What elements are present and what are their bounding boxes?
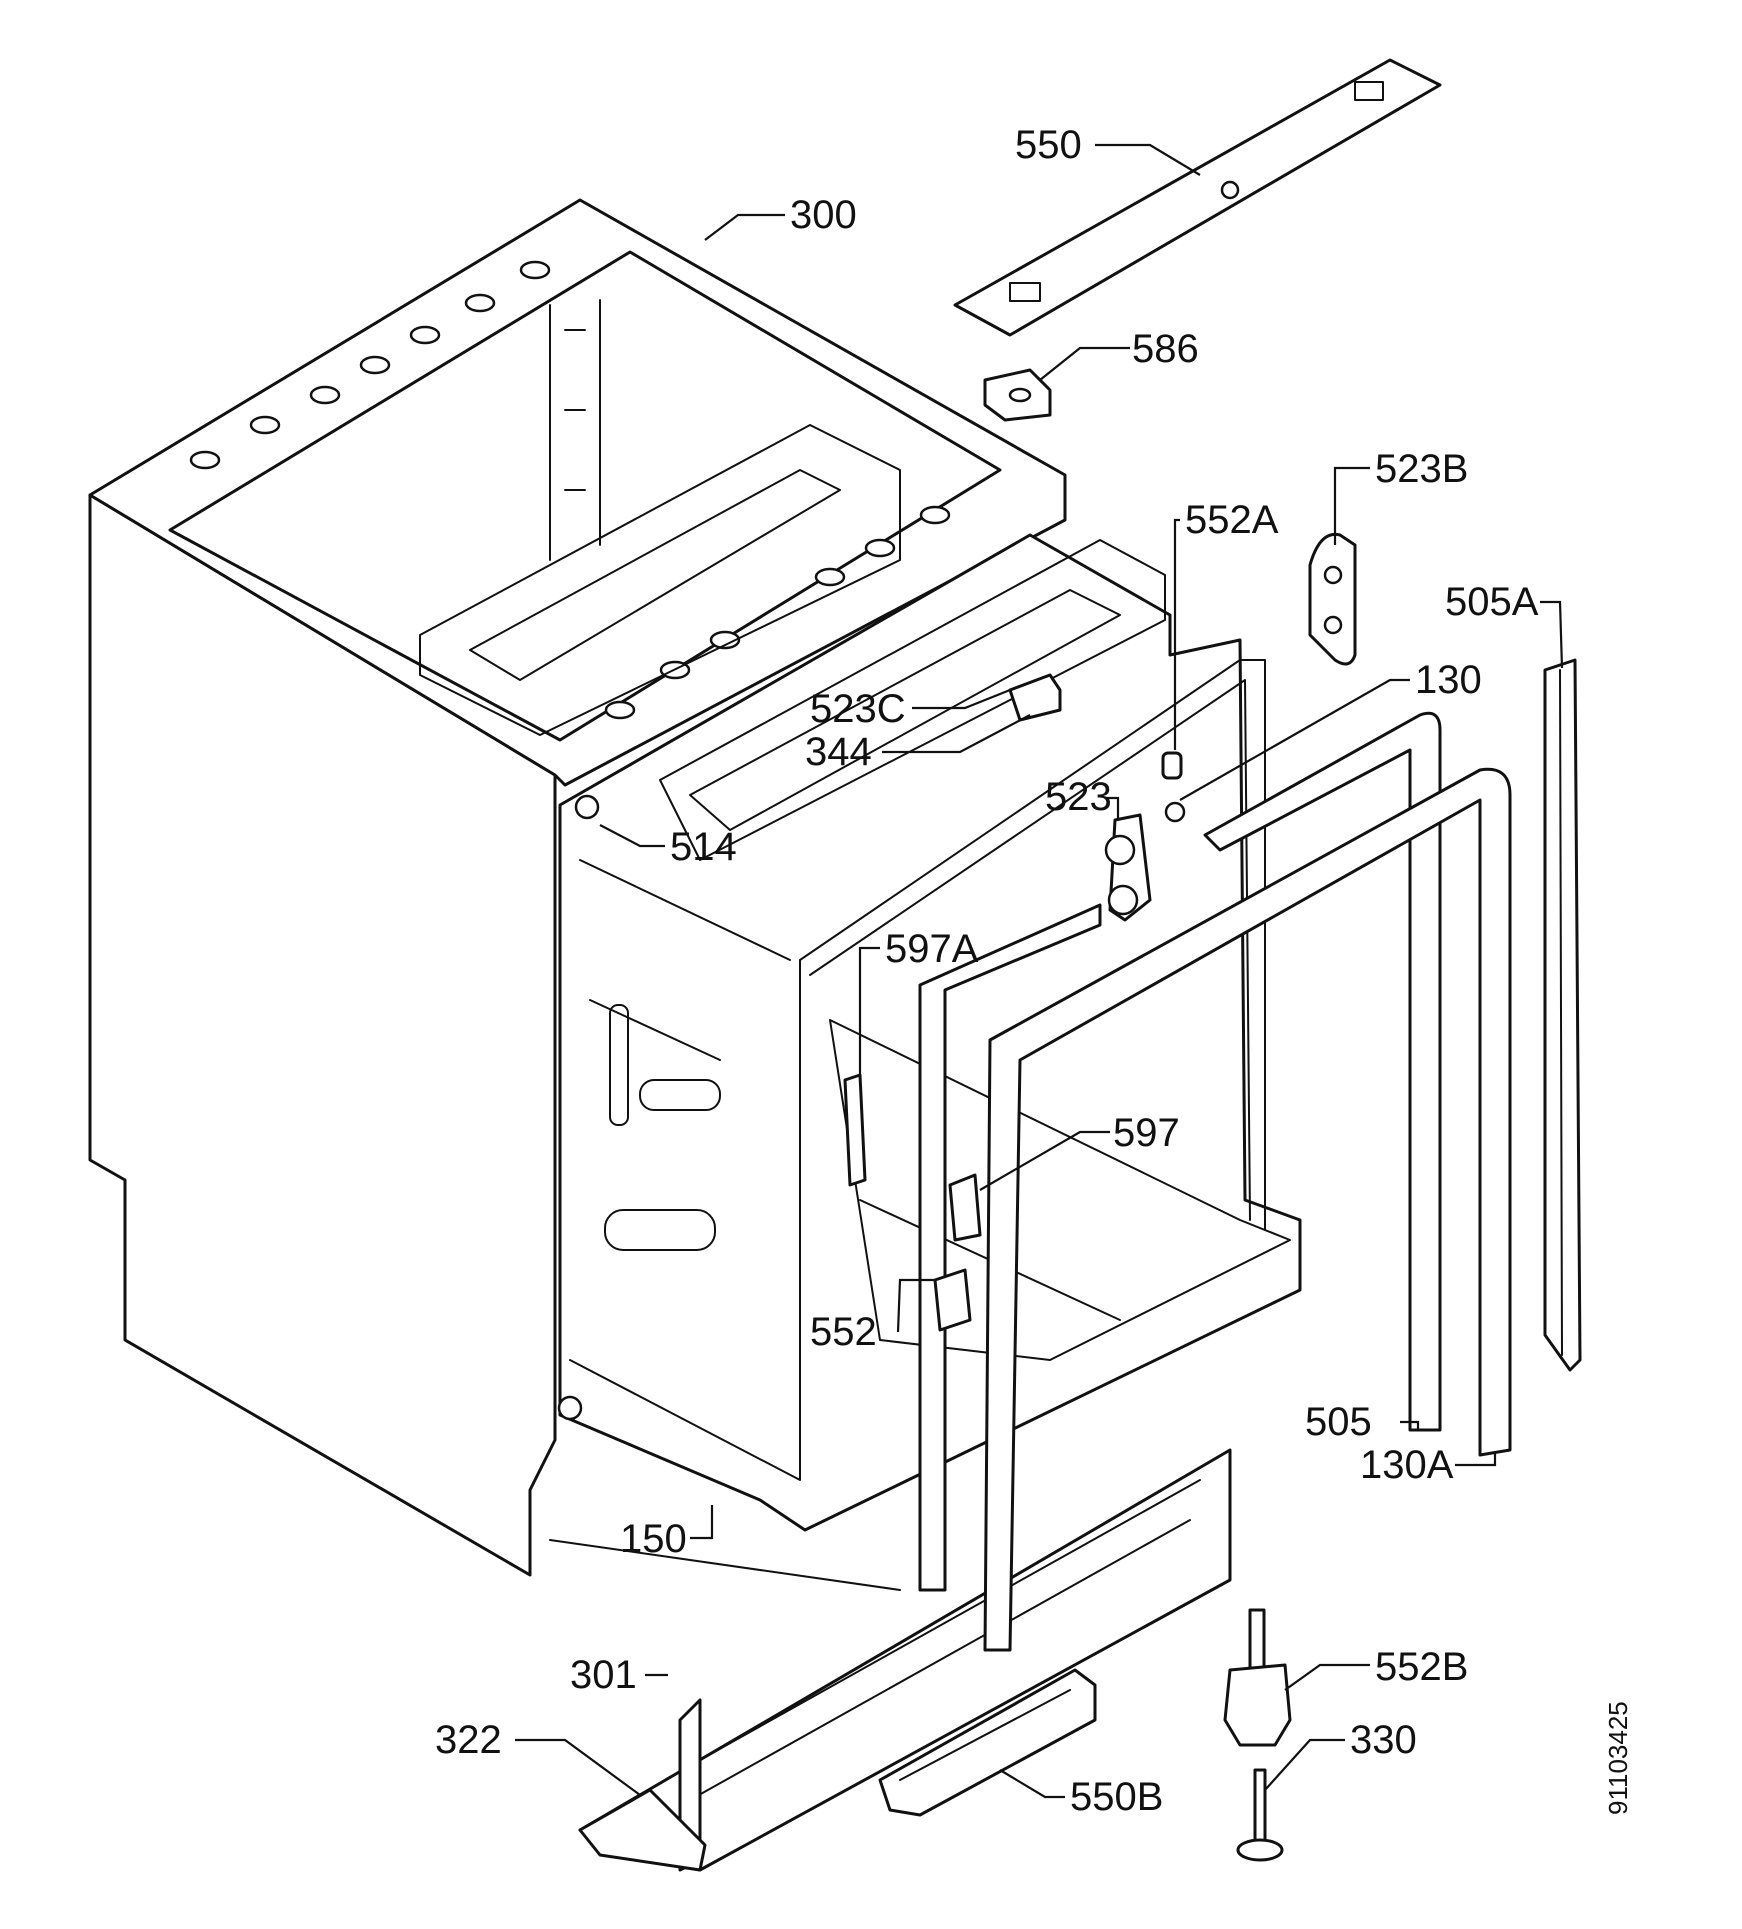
clip-586 — [983, 368, 1052, 422]
label-505: 505 — [1305, 1400, 1372, 1444]
label-301: 301 — [570, 1653, 637, 1697]
seal-505 — [918, 903, 1102, 1592]
bolt-552a — [1161, 751, 1183, 780]
hinge-523 — [1104, 801, 1186, 922]
label-505a: 505A — [1445, 580, 1539, 624]
label-523: 523 — [1045, 775, 1112, 819]
label-344: 344 — [805, 730, 872, 774]
part-labels: 550 300 586 523B 552A 505A 130 523C 344 … — [435, 123, 1539, 1819]
label-514: 514 — [670, 825, 737, 869]
label-523b: 523B — [1375, 447, 1468, 491]
door-seal-130a — [983, 767, 1512, 1652]
label-552b: 552B — [1375, 1645, 1468, 1689]
top-frame-holes — [189, 260, 951, 720]
adjustable-foot-552b — [1223, 1608, 1292, 1747]
top-brace-550 — [953, 58, 1442, 337]
side-strip-505a — [1543, 658, 1582, 1372]
part-523c — [1008, 673, 1062, 722]
door-seal-130 — [1203, 711, 1442, 1432]
kick-rail-322 — [578, 1788, 707, 1872]
bracket-552 — [933, 1268, 972, 1332]
leader-lines — [515, 143, 1564, 1799]
document-number: 91103425 — [1603, 1701, 1633, 1815]
label-130a: 130A — [1360, 1443, 1454, 1487]
label-523c: 523C — [810, 687, 906, 731]
label-550b: 550B — [1070, 1775, 1163, 1819]
label-597a: 597A — [885, 927, 979, 971]
label-150: 150 — [620, 1517, 687, 1561]
label-597: 597 — [1113, 1111, 1180, 1155]
label-550: 550 — [1015, 123, 1082, 167]
label-322: 322 — [435, 1718, 502, 1762]
label-330: 330 — [1350, 1718, 1417, 1762]
cabinet-frame-300 — [88, 198, 1067, 1577]
label-130: 130 — [1415, 658, 1482, 702]
label-300: 300 — [790, 193, 857, 237]
screw-330 — [1236, 1768, 1284, 1862]
label-552a: 552A — [1185, 498, 1279, 542]
latch-597a — [843, 1073, 867, 1187]
tub-seal-frame — [799, 659, 1266, 1231]
bracket-550b — [878, 1668, 1097, 1817]
label-552: 552 — [810, 1310, 877, 1354]
latch-597 — [948, 1173, 982, 1242]
hinge-plate-523b — [1308, 532, 1357, 666]
label-586: 586 — [1132, 327, 1199, 371]
